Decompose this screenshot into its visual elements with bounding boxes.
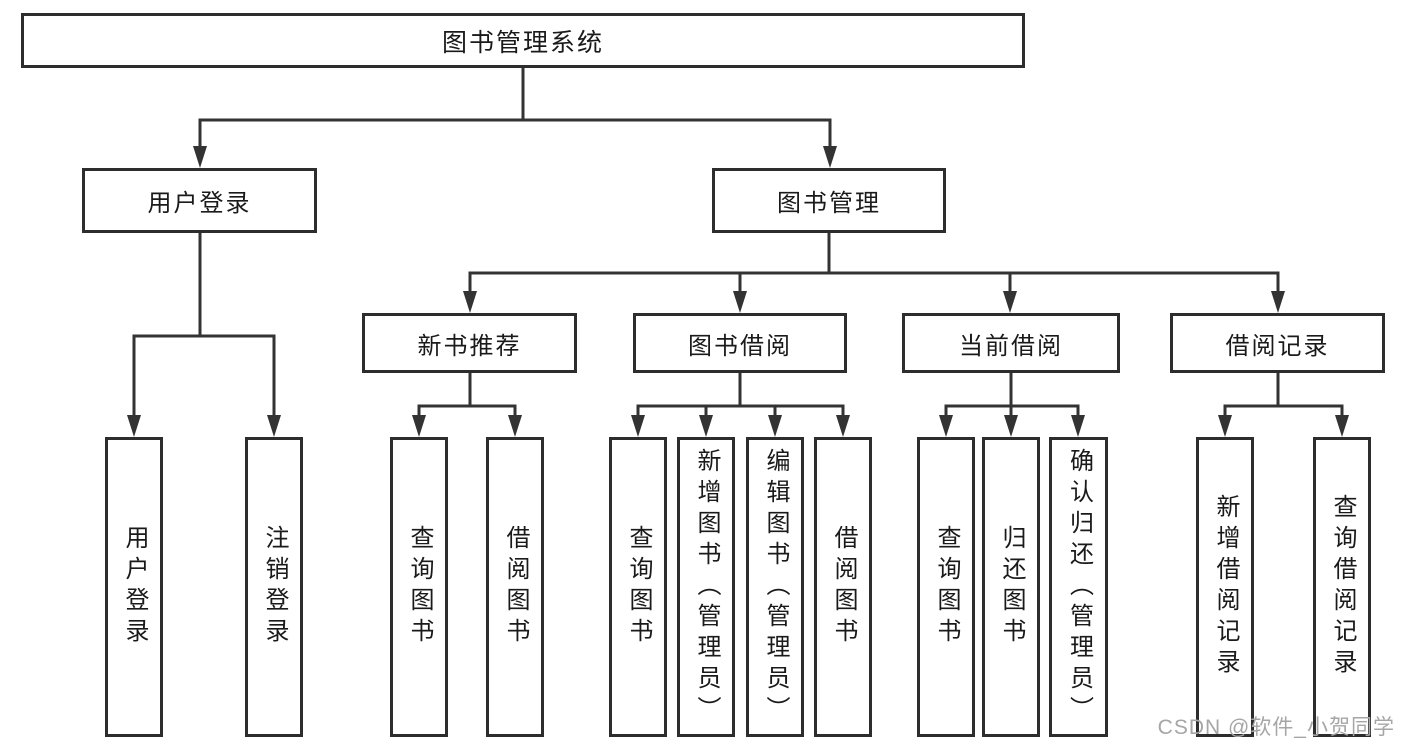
- node-current-borrow-label: 当前借阅: [959, 332, 1063, 360]
- node-leaf-query-borrow-record-label: 查询借阅记录: [1329, 494, 1356, 680]
- node-user-login-label: 用户登录: [147, 190, 252, 217]
- node-leaf-edit-books-admin: 编辑图书（管理员）: [746, 437, 804, 737]
- node-user-login: 用户登录: [82, 168, 317, 233]
- node-leaf-return-books: 归还图书: [982, 437, 1040, 737]
- node-leaf-query-borrow-record: 查询借阅记录: [1313, 437, 1371, 737]
- node-leaf-edit-books-admin-label: 编辑图书（管理员）: [762, 447, 789, 727]
- connector-group-new-books: [412, 373, 522, 437]
- node-new-book-recommend-label: 新书推荐: [417, 332, 522, 360]
- node-leaf-query-books-borrow-label: 查询图书: [625, 525, 652, 649]
- node-leaf-query-books-newbooks: 查询图书: [390, 437, 448, 737]
- node-leaf-borrow-books-borrow: 借阅图书: [814, 437, 872, 737]
- connector-group-book-mgmt: [463, 233, 1285, 313]
- node-borrow-records: 借阅记录: [1170, 313, 1385, 373]
- connector-group-root: [193, 68, 837, 168]
- node-root: 图书管理系统: [21, 13, 1025, 68]
- node-leaf-query-books-current: 查询图书: [917, 437, 975, 737]
- node-leaf-borrow-books-newbooks: 借阅图书: [486, 437, 544, 737]
- connector-group-user-login: [127, 233, 281, 437]
- node-leaf-add-borrow-record-label: 新增借阅记录: [1212, 494, 1239, 680]
- node-leaf-query-books-newbooks-label: 查询图书: [406, 525, 433, 649]
- connector-group-borrow-records: [1218, 373, 1349, 437]
- node-leaf-add-books-admin: 新增图书（管理员）: [677, 437, 735, 737]
- node-leaf-confirm-return-admin-label: 确认归还（管理员）: [1065, 447, 1093, 727]
- node-leaf-query-books-borrow: 查询图书: [609, 437, 667, 737]
- node-borrow-records-label: 借阅记录: [1225, 332, 1330, 360]
- node-leaf-borrow-books-borrow-label: 借阅图书: [830, 525, 857, 649]
- node-leaf-borrow-books-newbooks-label: 借阅图书: [502, 525, 529, 649]
- csdn-watermark: CSDN @软件_小贺同学: [1157, 716, 1395, 739]
- node-leaf-add-books-admin-label: 新增图书（管理员）: [693, 447, 720, 727]
- node-book-management: 图书管理: [712, 168, 946, 233]
- node-book-management-label: 图书管理: [777, 190, 881, 217]
- node-book-borrow: 图书借阅: [633, 313, 847, 373]
- connector-group-current-borrow: [939, 373, 1085, 437]
- node-leaf-add-borrow-record: 新增借阅记录: [1196, 437, 1254, 737]
- node-leaf-query-books-current-label: 查询图书: [933, 525, 960, 649]
- node-current-borrow: 当前借阅: [902, 313, 1120, 373]
- node-new-book-recommend: 新书推荐: [362, 313, 577, 373]
- node-leaf-logout: 注销登录: [245, 437, 303, 737]
- node-leaf-user-login: 用户登录: [105, 437, 163, 737]
- node-leaf-confirm-return-admin: 确认归还（管理员）: [1049, 437, 1108, 737]
- connector-group-book-borrow: [631, 373, 850, 437]
- node-leaf-return-books-label: 归还图书: [998, 525, 1025, 649]
- node-leaf-user-login-label: 用户登录: [121, 525, 148, 649]
- node-leaf-logout-label: 注销登录: [261, 525, 288, 649]
- node-root-label: 图书管理系统: [441, 28, 604, 57]
- node-book-borrow-label: 图书借阅: [688, 332, 792, 360]
